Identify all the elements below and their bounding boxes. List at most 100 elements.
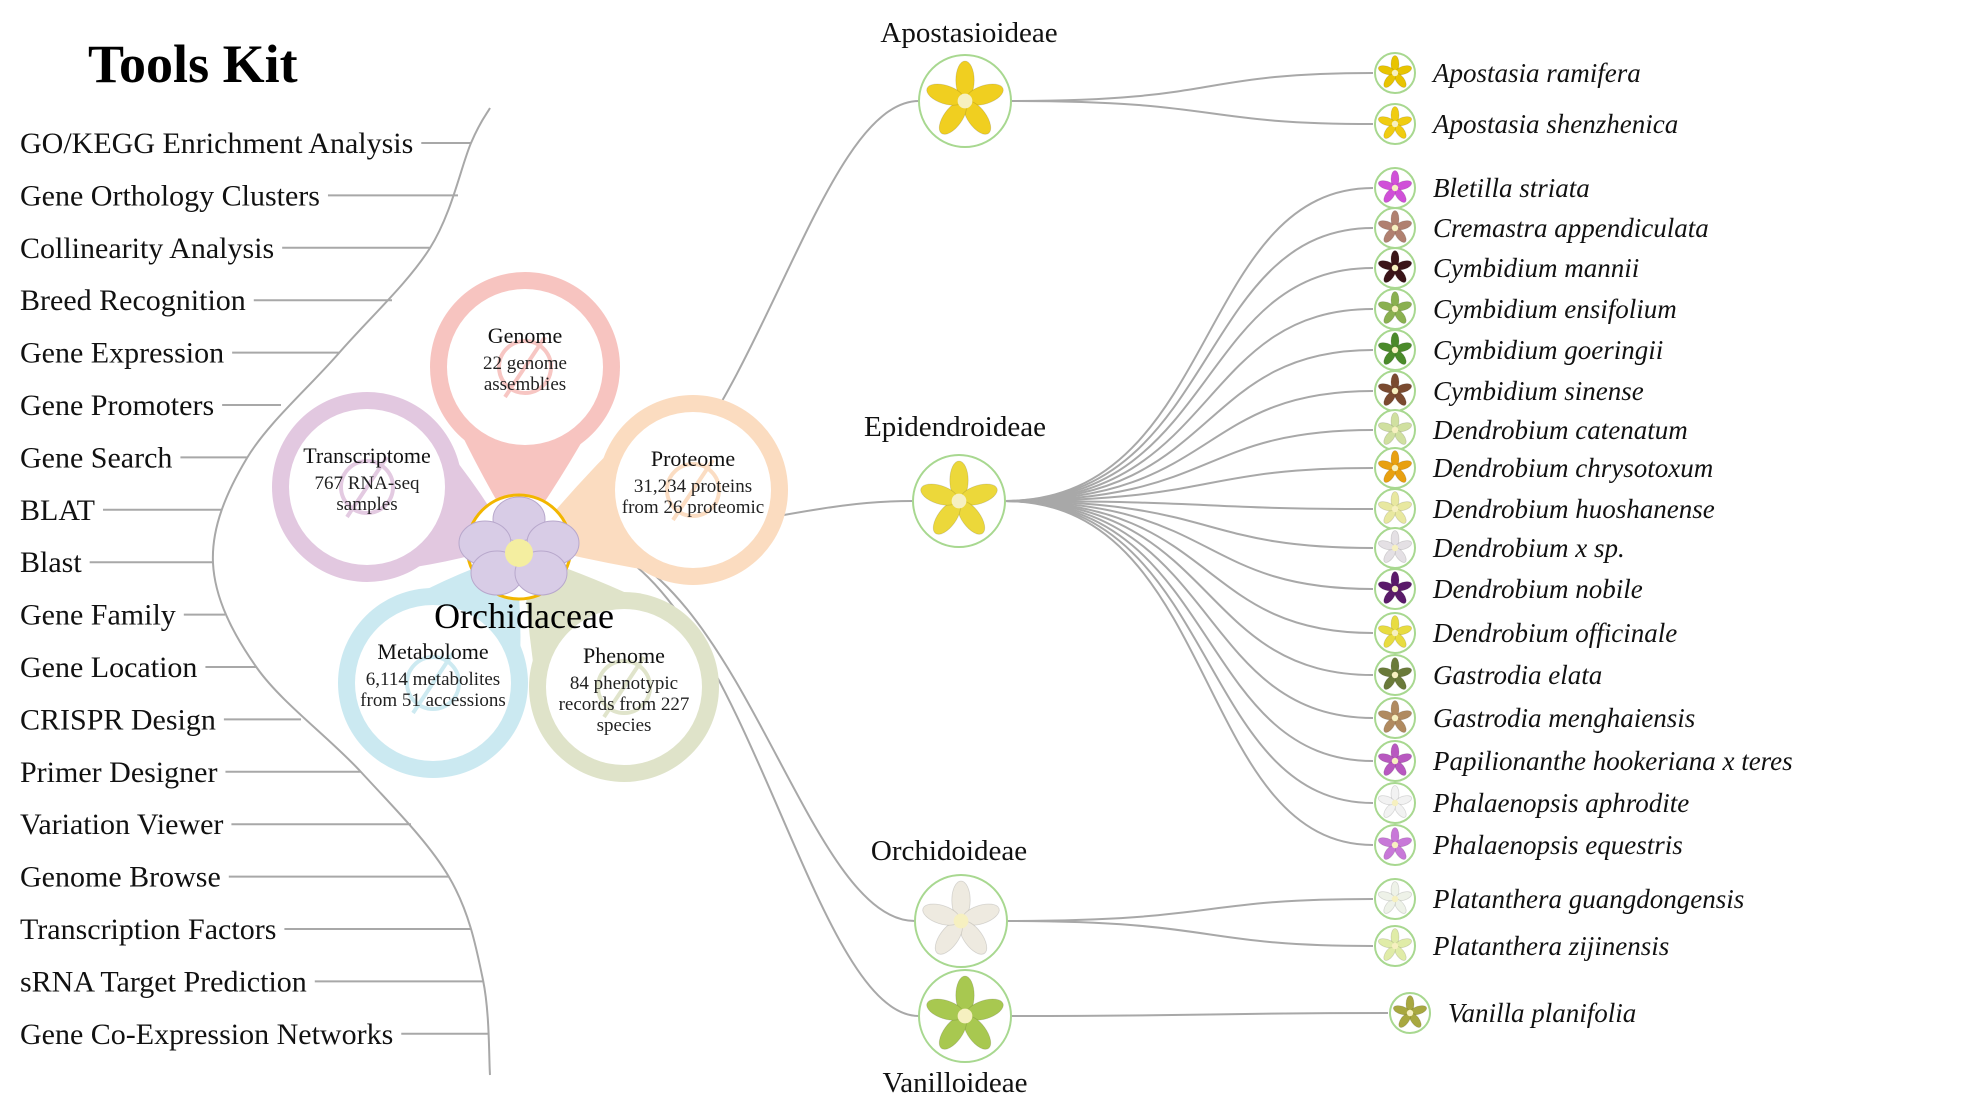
tool-label[interactable]: Transcription Factors: [20, 913, 276, 946]
tool-item[interactable]: Gene Promoters: [20, 389, 281, 422]
tool-label[interactable]: Variation Viewer: [20, 808, 223, 841]
species-item[interactable]: Phalaenopsis aphrodite: [1374, 782, 1689, 824]
species-name[interactable]: Cymbidium ensifolium: [1433, 294, 1677, 324]
species-name[interactable]: Bletilla striata: [1433, 173, 1590, 203]
tool-item[interactable]: Breed Recognition: [20, 284, 392, 317]
tool-label[interactable]: Primer Designer: [20, 756, 217, 789]
tools-kit-title: Tools Kit: [88, 34, 298, 94]
species-flower-icon: [1374, 878, 1416, 920]
species-item[interactable]: Cymbidium mannii: [1374, 247, 1639, 289]
species-name[interactable]: Dendrobium catenatum: [1432, 415, 1688, 445]
tool-item[interactable]: Genome Browse: [20, 861, 449, 894]
tool-label[interactable]: GO/KEGG Enrichment Analysis: [20, 127, 413, 160]
subfamily-apostasioideae[interactable]: Apostasioideae: [880, 17, 1058, 148]
species-flower-icon: [1374, 488, 1416, 530]
tree-links: [563, 72, 1389, 1017]
species-item[interactable]: Cymbidium sinense: [1374, 370, 1644, 412]
species-name[interactable]: Cymbidium mannii: [1433, 253, 1639, 283]
species-name[interactable]: Cremastra appendiculata: [1433, 213, 1709, 243]
species-name[interactable]: Apostasia shenzhenica: [1431, 109, 1678, 139]
subfamily-vanilloideae[interactable]: Vanilloideae: [883, 969, 1028, 1099]
species-item[interactable]: Dendrobium catenatum: [1374, 409, 1688, 451]
species-item[interactable]: Apostasia shenzhenica: [1374, 103, 1678, 145]
species-item[interactable]: Dendrobium huoshanense: [1374, 488, 1715, 530]
species-item[interactable]: Platanthera zijinensis: [1374, 925, 1669, 967]
tool-label[interactable]: Gene Search: [20, 441, 172, 474]
subfamily-flower-icon: [914, 874, 1008, 968]
species-name[interactable]: Phalaenopsis aphrodite: [1432, 788, 1689, 818]
species-name[interactable]: Apostasia ramifera: [1431, 58, 1641, 88]
orchidaceae-node[interactable]: Orchidaceae: [434, 493, 614, 636]
tool-label[interactable]: Gene Expression: [20, 337, 224, 370]
subfamily-to-species-link: [1004, 467, 1374, 502]
tool-label[interactable]: Gene Location: [20, 651, 197, 684]
tool-item[interactable]: CRISPR Design: [20, 703, 301, 736]
species-name[interactable]: Phalaenopsis equestris: [1432, 830, 1683, 860]
species-name[interactable]: Platanthera zijinensis: [1432, 931, 1669, 961]
species-item[interactable]: Dendrobium nobile: [1374, 568, 1643, 610]
tool-label[interactable]: Gene Promoters: [20, 389, 214, 422]
species-name[interactable]: Vanilla planifolia: [1448, 998, 1636, 1028]
subfamily-epidendroideae[interactable]: Epidendroideae: [864, 411, 1046, 548]
subfamily-to-species-link: [1010, 1012, 1389, 1017]
tool-label[interactable]: sRNA Target Prediction: [20, 965, 307, 998]
species-name[interactable]: Papilionanthe hookeriana x teres: [1432, 746, 1793, 776]
tool-item[interactable]: Transcription Factors: [20, 913, 471, 946]
species-item[interactable]: Phalaenopsis equestris: [1374, 824, 1683, 866]
species-name[interactable]: Dendrobium nobile: [1432, 574, 1643, 604]
tool-item[interactable]: GO/KEGG Enrichment Analysis: [20, 127, 471, 160]
subfamily-to-species-link: [1004, 500, 1374, 762]
species-item[interactable]: Cymbidium ensifolium: [1374, 288, 1677, 330]
tool-item[interactable]: Variation Viewer: [20, 808, 411, 841]
tool-item[interactable]: Gene Location: [20, 651, 257, 684]
species-item[interactable]: Cymbidium goeringii: [1374, 329, 1663, 371]
subfamily-orchidoideae[interactable]: Orchidoideae: [871, 835, 1027, 968]
species-name[interactable]: Gastrodia elata: [1433, 660, 1602, 690]
species-item[interactable]: Dendrobium chrysotoxum: [1374, 447, 1713, 489]
tool-label[interactable]: Collinearity Analysis: [20, 232, 274, 265]
species-item[interactable]: Papilionanthe hookeriana x teres: [1374, 740, 1793, 782]
tool-label[interactable]: Breed Recognition: [20, 284, 246, 317]
tool-label[interactable]: Blast: [20, 546, 82, 579]
tool-item[interactable]: Gene Orthology Clusters: [20, 179, 458, 212]
species-item[interactable]: Vanilla planifolia: [1389, 992, 1636, 1034]
species-name[interactable]: Dendrobium huoshanense: [1432, 494, 1715, 524]
tool-label[interactable]: Gene Family: [20, 599, 176, 632]
subfamily-to-species-link: [1004, 390, 1374, 502]
species-name[interactable]: Cymbidium goeringii: [1433, 335, 1663, 365]
species-item[interactable]: Cremastra appendiculata: [1374, 207, 1709, 249]
tool-item[interactable]: Collinearity Analysis: [20, 232, 430, 265]
tool-item[interactable]: Gene Expression: [20, 337, 339, 370]
species-name[interactable]: Dendrobium x sp.: [1432, 533, 1625, 563]
tool-label[interactable]: Genome Browse: [20, 861, 221, 894]
omics-stat: 22 genome assemblies: [483, 353, 567, 395]
species-name[interactable]: Gastrodia menghaiensis: [1433, 703, 1695, 733]
tool-label[interactable]: Gene Orthology Clusters: [20, 179, 320, 212]
tool-item[interactable]: BLAT: [20, 494, 221, 527]
species-item[interactable]: Apostasia ramifera: [1374, 52, 1641, 94]
species-name[interactable]: Cymbidium sinense: [1433, 376, 1644, 406]
species-item[interactable]: Dendrobium x sp.: [1374, 527, 1625, 569]
tool-label[interactable]: Gene Co-Expression Networks: [20, 1018, 393, 1051]
tool-item[interactable]: Gene Search: [20, 441, 247, 474]
tool-item[interactable]: Gene Co-Expression Networks: [20, 1018, 488, 1051]
species-item[interactable]: Gastrodia elata: [1374, 654, 1602, 696]
species-item[interactable]: Gastrodia menghaiensis: [1374, 697, 1695, 739]
species-name[interactable]: Dendrobium chrysotoxum: [1432, 453, 1713, 483]
tool-item[interactable]: sRNA Target Prediction: [20, 965, 483, 998]
tool-label[interactable]: BLAT: [20, 494, 95, 527]
species-name[interactable]: Platanthera guangdongensis: [1432, 884, 1744, 914]
species-item[interactable]: Dendrobium officinale: [1374, 612, 1677, 654]
tool-label[interactable]: CRISPR Design: [20, 703, 216, 736]
species-item[interactable]: Bletilla striata: [1374, 167, 1590, 209]
tool-item[interactable]: Blast: [20, 546, 213, 579]
species-name[interactable]: Dendrobium officinale: [1432, 618, 1677, 648]
tool-item[interactable]: Primer Designer: [20, 756, 361, 789]
tool-item[interactable]: Gene Family: [20, 599, 225, 632]
species-item[interactable]: Platanthera guangdongensis: [1374, 878, 1744, 920]
